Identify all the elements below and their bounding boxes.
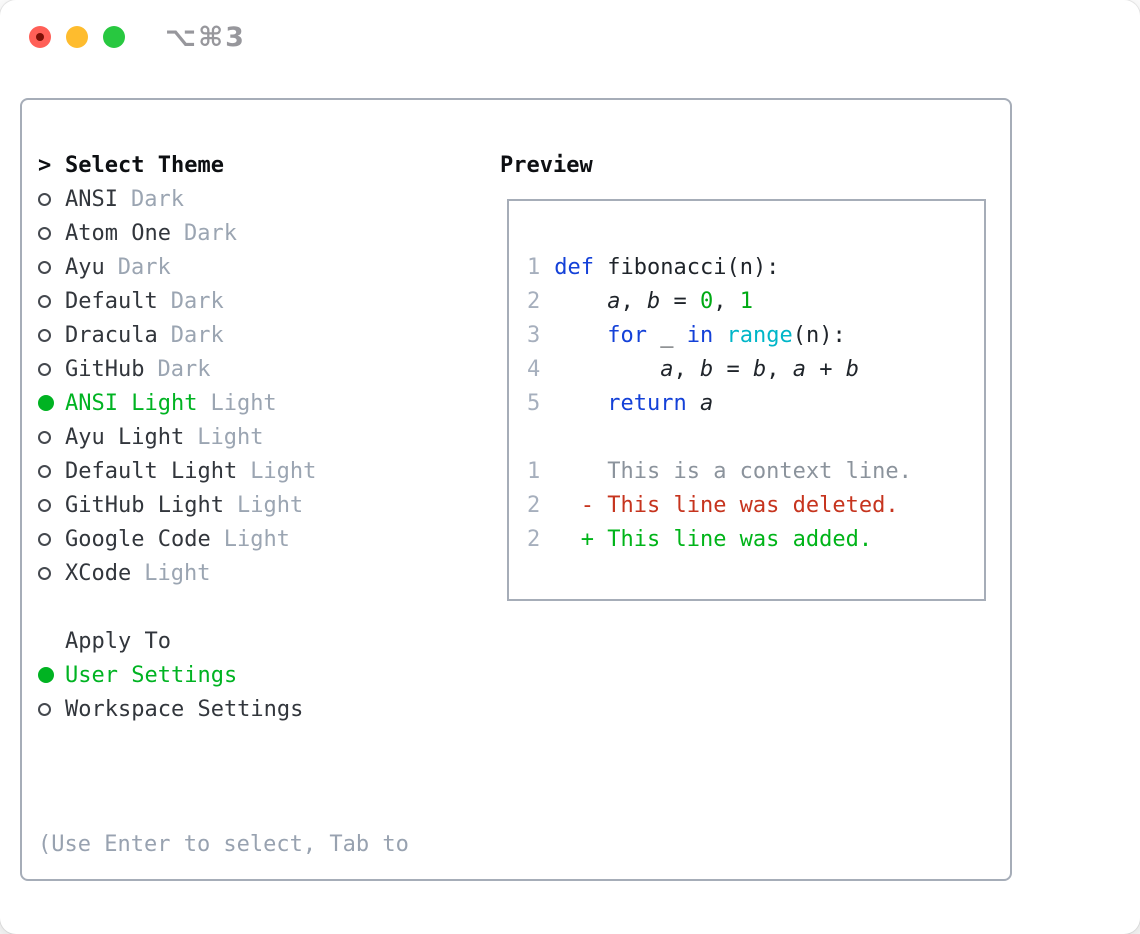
theme-option-label: XCode: [65, 560, 132, 586]
theme-option-tag: Dark: [130, 186, 184, 212]
theme-list-title-row: > Select Theme: [38, 148, 409, 182]
radio-icon: [38, 692, 65, 726]
radio-icon: [38, 488, 65, 522]
line-number: 2: [527, 289, 541, 314]
preview-title: Preview: [500, 152, 593, 178]
radio-icon: [38, 556, 65, 590]
preview-line: 2 - This line was deleted.: [527, 489, 912, 523]
line-number: 1: [527, 459, 541, 484]
line-number: 3: [527, 323, 541, 348]
theme-option-ansi-light[interactable]: ANSI Light Light: [38, 386, 409, 420]
preview-line: 4 a, b = b, a + b: [527, 353, 912, 387]
preview-line: [527, 421, 912, 455]
preview-line: 5 return a: [527, 387, 912, 421]
theme-option-label: Google Code: [65, 526, 211, 552]
theme-option-tag: Dark: [170, 288, 224, 314]
theme-option-label: Ayu Light: [65, 424, 185, 450]
theme-option-atom-one[interactable]: Atom One Dark: [38, 216, 409, 250]
theme-option-tag: Dark: [170, 322, 224, 348]
theme-option-tag: Light: [144, 560, 211, 586]
radio-icon: [38, 522, 65, 556]
theme-option-tag: Light: [236, 492, 304, 518]
line-number: 2: [527, 527, 541, 552]
theme-option-label: Default: [65, 288, 158, 314]
preview-line: 2 + This line was added.: [527, 523, 912, 557]
theme-option-label: Atom One: [65, 220, 171, 246]
line-number: 4: [527, 357, 541, 382]
line-number: 2: [527, 493, 541, 518]
radio-selected-icon: [38, 386, 65, 420]
radio-icon: [38, 318, 65, 352]
apply-to-title: Apply To: [65, 628, 171, 654]
theme-option-tag: Light: [250, 458, 317, 484]
theme-list-title: Select Theme: [65, 152, 224, 178]
line-number: 1: [527, 255, 541, 280]
preview-line: 1 def fibonacci(n):: [527, 251, 912, 285]
theme-option-label: ANSI: [65, 186, 118, 212]
theme-option-dracula[interactable]: Dracula Dark: [38, 318, 409, 352]
help-line-2: change focus): [38, 930, 409, 934]
line-number: 5: [527, 391, 541, 416]
theme-option-label: GitHub: [65, 356, 145, 382]
theme-option-tag: Light: [197, 424, 264, 450]
theme-option-label: Ayu: [65, 254, 105, 280]
theme-option-tag: Dark: [183, 220, 237, 246]
theme-option-github[interactable]: GitHub Dark: [38, 352, 409, 386]
apply-option-workspace-settings[interactable]: Workspace Settings: [38, 692, 409, 726]
theme-option-tag: Light: [210, 390, 277, 416]
theme-option-tag: Dark: [117, 254, 171, 280]
theme-option-xcode[interactable]: XCode Light: [38, 556, 409, 590]
theme-option-label: Dracula: [65, 322, 158, 348]
radio-icon: [38, 454, 65, 488]
theme-option-ansi[interactable]: ANSI Dark: [38, 182, 409, 216]
cursor-icon: >: [38, 152, 52, 178]
apply-option-label: User Settings: [65, 662, 238, 688]
theme-option-label: Default Light: [65, 458, 238, 484]
theme-option-label: ANSI Light: [65, 390, 198, 416]
theme-option-google-code[interactable]: Google Code Light: [38, 522, 409, 556]
apply-option-user-settings[interactable]: User Settings: [38, 658, 409, 692]
theme-option-ayu-light[interactable]: Ayu Light Light: [38, 420, 409, 454]
apply-to-indent: [38, 624, 65, 658]
radio-icon: [38, 216, 65, 250]
radio-icon: [38, 420, 65, 454]
radio-icon: [38, 352, 65, 386]
theme-option-tag: Dark: [157, 356, 211, 382]
theme-option-default[interactable]: Default Dark: [38, 284, 409, 318]
apply-option-label: Workspace Settings: [65, 696, 304, 722]
help-text: (Use Enter to select, Tab to change focu…: [38, 760, 409, 934]
radio-icon: [38, 182, 65, 216]
apply-to-header-row: Apply To: [38, 624, 409, 658]
theme-option-label: GitHub Light: [65, 492, 224, 518]
theme-option-tag: Light: [223, 526, 290, 552]
minimize-button[interactable]: [66, 26, 88, 48]
radio-icon: [38, 284, 65, 318]
preview-line: 3 for _ in range(n):: [527, 319, 912, 353]
theme-option-default-light[interactable]: Default Light Light: [38, 454, 409, 488]
close-button[interactable]: [29, 26, 51, 48]
window-shortcut-label: ⌥⌘3: [165, 22, 246, 53]
theme-option-github-light[interactable]: GitHub Light Light: [38, 488, 409, 522]
radio-icon: [38, 250, 65, 284]
preview-line: 2 a, b = 0, 1: [527, 285, 912, 319]
radio-selected-icon: [38, 658, 65, 692]
theme-option-ayu[interactable]: Ayu Dark: [38, 250, 409, 284]
preview-line: 1 This is a context line.: [527, 455, 912, 489]
unsaved-indicator-icon: [36, 33, 44, 41]
zoom-button[interactable]: [103, 26, 125, 48]
help-line-1: (Use Enter to select, Tab to: [38, 832, 409, 857]
